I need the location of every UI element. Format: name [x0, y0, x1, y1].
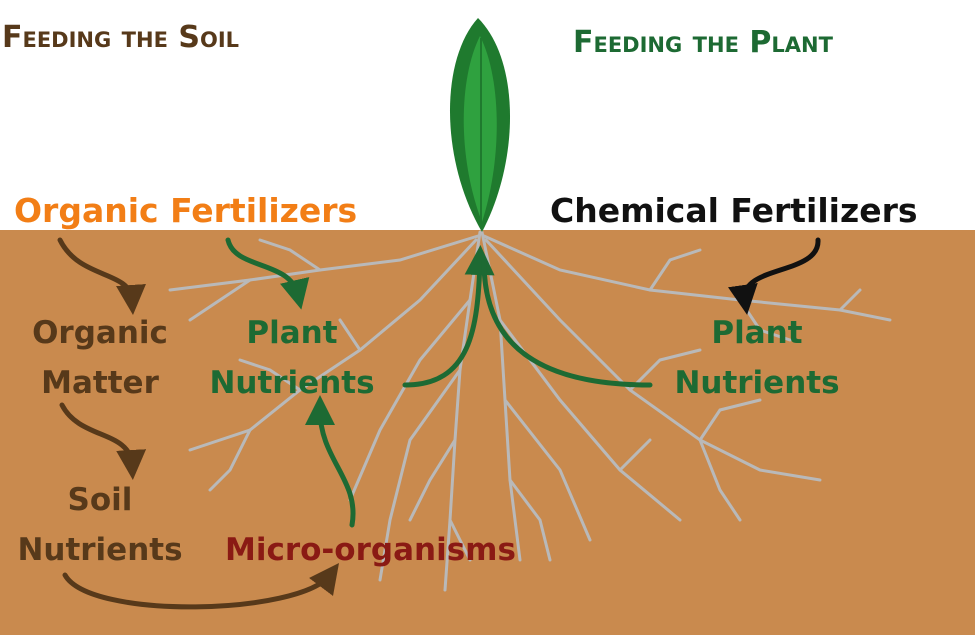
arrow-right-nutrients-to-plant: [481, 259, 653, 388]
arrow-soil-to-micro: [62, 563, 340, 610]
label-micro-organisms: Micro-organisms: [225, 532, 516, 568]
arrow-left-nutrients-to-plant: [402, 245, 495, 388]
seedling-leaf: [449, 18, 511, 232]
label-organic-matter-2: Matter: [41, 365, 159, 401]
label-organic-fertilizers: Organic Fertilizers: [14, 191, 357, 230]
label-soil-nutrients-2: Nutrients: [17, 532, 182, 568]
heading-feeding-soil: Feeding the Soil: [2, 20, 239, 55]
arrow-matter-to-soil-nutrients: [59, 402, 147, 480]
arrow-micro-to-plant-nutrients: [305, 395, 356, 528]
arrows: [57, 237, 821, 610]
label-plant-nutrients-right-1: Plant: [711, 315, 802, 351]
heading-feeding-plant: Feeding the Plant: [573, 25, 834, 60]
arrow-organic-to-matter: [57, 237, 146, 315]
label-plant-nutrients-left-2: Nutrients: [209, 365, 374, 401]
label-plant-nutrients-right-2: Nutrients: [674, 365, 839, 401]
label-soil-nutrients-1: Soil: [68, 482, 133, 518]
label-organic-matter-1: Organic: [32, 315, 168, 351]
label-plant-nutrients-left-1: Plant: [246, 315, 337, 351]
arrow-organic-to-plant-nutrients: [225, 237, 310, 310]
arrow-chemical-to-plant-nutrients: [728, 237, 821, 315]
label-chemical-fertilizers: Chemical Fertilizers: [550, 191, 918, 230]
